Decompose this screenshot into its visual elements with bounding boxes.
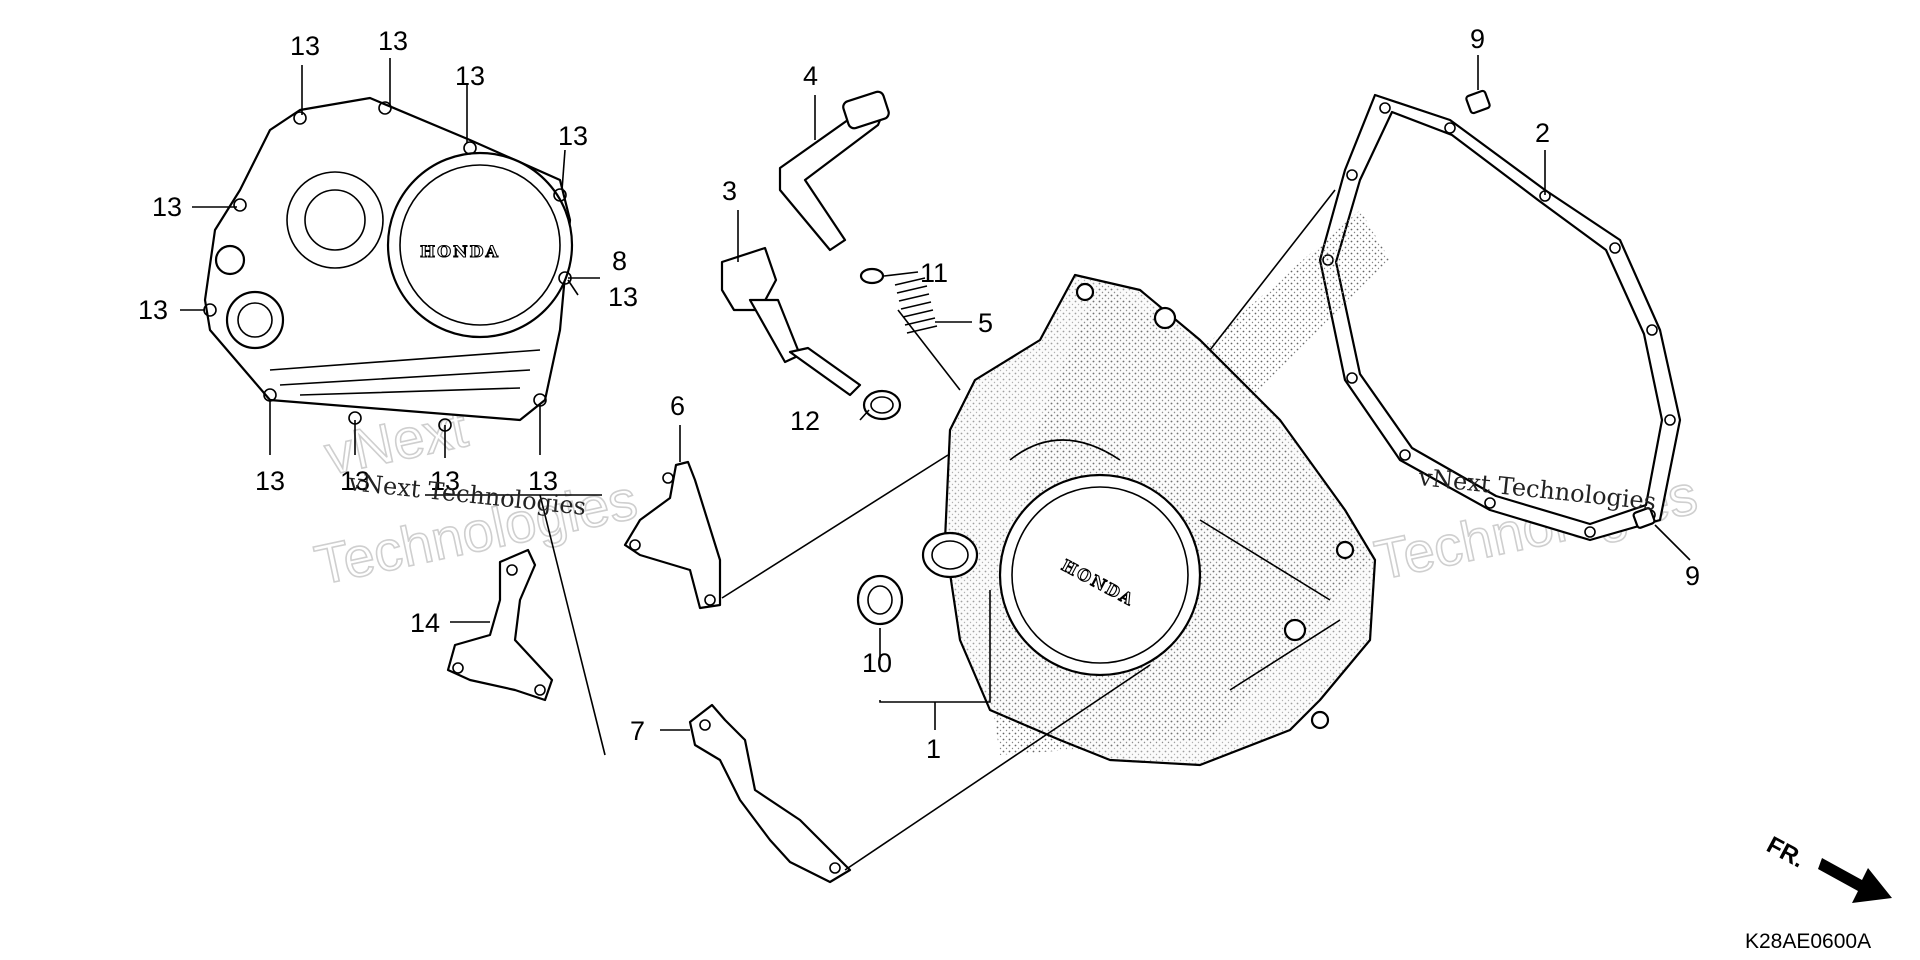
callout-13-b: 13 — [378, 26, 408, 56]
crankcase-cover: HONDA — [943, 210, 1390, 767]
callout-2: 2 — [1535, 118, 1550, 148]
callout-13-g: 13 — [255, 466, 285, 496]
callout-1: 1 — [926, 734, 941, 764]
callout-4: 4 — [803, 61, 818, 91]
cable-bracket-6 — [623, 460, 722, 610]
front-label: FR. — [1762, 831, 1809, 873]
diagram-code: K28AE0600A — [1745, 930, 1871, 953]
callout-9-bottom: 9 — [1685, 561, 1700, 591]
callout-13-i: 13 — [430, 466, 460, 496]
callout-3: 3 — [722, 176, 737, 206]
guide-plate-7 — [688, 703, 852, 884]
oil-filler-cap — [720, 246, 862, 397]
shift-lever — [778, 90, 890, 252]
dowel-pin-top — [1465, 89, 1491, 115]
callout-12: 12 — [790, 406, 820, 436]
gasket-bolt-holes — [1322, 102, 1676, 538]
callout-13-c: 13 — [455, 61, 485, 91]
front-arrow-icon — [1818, 858, 1892, 903]
callout-13-e: 13 — [152, 192, 182, 222]
clutch-cover: HONDA — [203, 96, 574, 432]
return-spring — [894, 277, 938, 334]
callout-9-top: 9 — [1470, 24, 1485, 54]
leader-lines — [180, 55, 1691, 871]
callout-13-j: 13 — [528, 466, 558, 496]
clutch-cover-emboss: HONDA — [420, 242, 500, 261]
callout-13-f: 13 — [138, 295, 168, 325]
callout-labels: 13 13 13 13 13 13 13 13 13 13 13 8 3 4 1… — [138, 24, 1700, 764]
callout-11: 11 — [920, 258, 948, 288]
callout-8: 8 — [612, 246, 627, 276]
oil-seal — [856, 531, 979, 626]
dowel-pin-bottom — [1632, 507, 1656, 529]
front-direction-indicator: FR. — [1762, 831, 1892, 903]
callout-10: 10 — [862, 648, 892, 678]
callout-13-h: 13 — [340, 466, 370, 496]
o-ring — [862, 389, 902, 421]
callout-13-a: 13 — [290, 31, 320, 61]
callout-6: 6 — [670, 391, 685, 421]
callout-13-k: 13 — [608, 282, 638, 312]
callout-7: 7 — [630, 716, 645, 746]
bracket-14 — [446, 548, 554, 702]
washer — [859, 267, 885, 285]
callout-13-d: 13 — [558, 121, 588, 151]
cover-gasket — [1318, 93, 1682, 542]
callout-5: 5 — [978, 308, 993, 338]
callout-14: 14 — [410, 608, 440, 638]
